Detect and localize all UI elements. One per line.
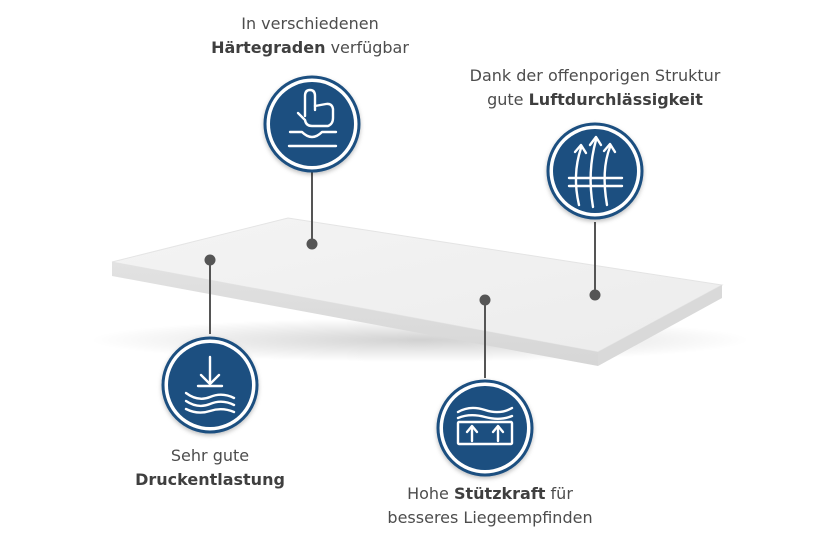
feature-label-haertegrade: In verschiedenen Härtegraden verfügbar bbox=[180, 12, 440, 60]
connector-dots bbox=[204, 238, 601, 306]
badge-luft bbox=[546, 122, 644, 220]
druck-bold: Druckentlastung bbox=[135, 470, 285, 489]
airflow-arrows-icon bbox=[567, 135, 624, 209]
stuetz-line2: besseres Liegeempfinden bbox=[387, 508, 593, 527]
mattress-topper bbox=[90, 217, 750, 366]
connector-lines bbox=[209, 172, 596, 378]
feature-label-luft: Dank der offenporigen Struktur gute Luft… bbox=[430, 64, 760, 112]
support-arrows-icon bbox=[456, 406, 514, 446]
stuetz-bold: Stützkraft bbox=[453, 484, 546, 503]
badge-stuetz bbox=[436, 379, 534, 477]
feature-label-stuetz: Hohe Stützkraft für besseres Liegeempfin… bbox=[340, 482, 640, 530]
luft-line1: Dank der offenporigen Struktur bbox=[469, 66, 721, 85]
luft-line2: gute Luftdurchlässigkeit bbox=[430, 88, 760, 112]
finger-press-icon bbox=[287, 88, 338, 148]
stuetz-pre: Hohe bbox=[407, 484, 454, 503]
pressure-relief-icon bbox=[184, 355, 236, 414]
luft-pre: gute bbox=[487, 90, 529, 109]
druck-line2: Druckentlastung bbox=[110, 468, 310, 492]
feature-label-druck: Sehr gute Druckentlastung bbox=[110, 444, 310, 492]
haertegrade-line2: Härtegraden verfügbar bbox=[180, 36, 440, 60]
haertegrade-rest: verfügbar bbox=[325, 38, 409, 57]
haertegrade-bold: Härtegraden bbox=[211, 38, 326, 57]
luft-bold: Luftdurchlässigkeit bbox=[528, 90, 703, 109]
haertegrade-line1: In verschiedenen bbox=[241, 14, 379, 33]
stuetz-line1: Hohe Stützkraft für bbox=[340, 482, 640, 506]
druck-line1: Sehr gute bbox=[170, 446, 250, 465]
stuetz-rest: für bbox=[545, 484, 573, 503]
